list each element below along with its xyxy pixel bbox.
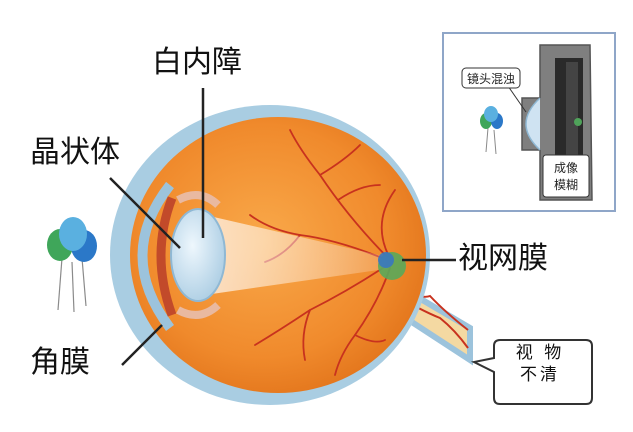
- callout-line2: 不清: [502, 364, 578, 386]
- image-blur-tag-line2: 模糊: [554, 177, 578, 192]
- retina-label: 视网膜: [458, 244, 548, 274]
- callout-line1: 视 物: [502, 342, 578, 364]
- blurry-vision-callout: 视 物 不清: [502, 342, 578, 396]
- cataract-label: 白内障: [152, 48, 242, 78]
- lens-cloudy-tag: 镜头混浊: [467, 71, 515, 86]
- retina-image: [378, 252, 406, 280]
- lens-label: 晶状体: [30, 138, 120, 168]
- cornea-label: 角膜: [30, 348, 90, 378]
- image-blur-tag-line1: 成像: [554, 161, 578, 175]
- lens: [171, 209, 225, 301]
- balloons-icon: [47, 217, 97, 312]
- camera-inset: 镜头混浊 成像 模糊: [443, 33, 615, 211]
